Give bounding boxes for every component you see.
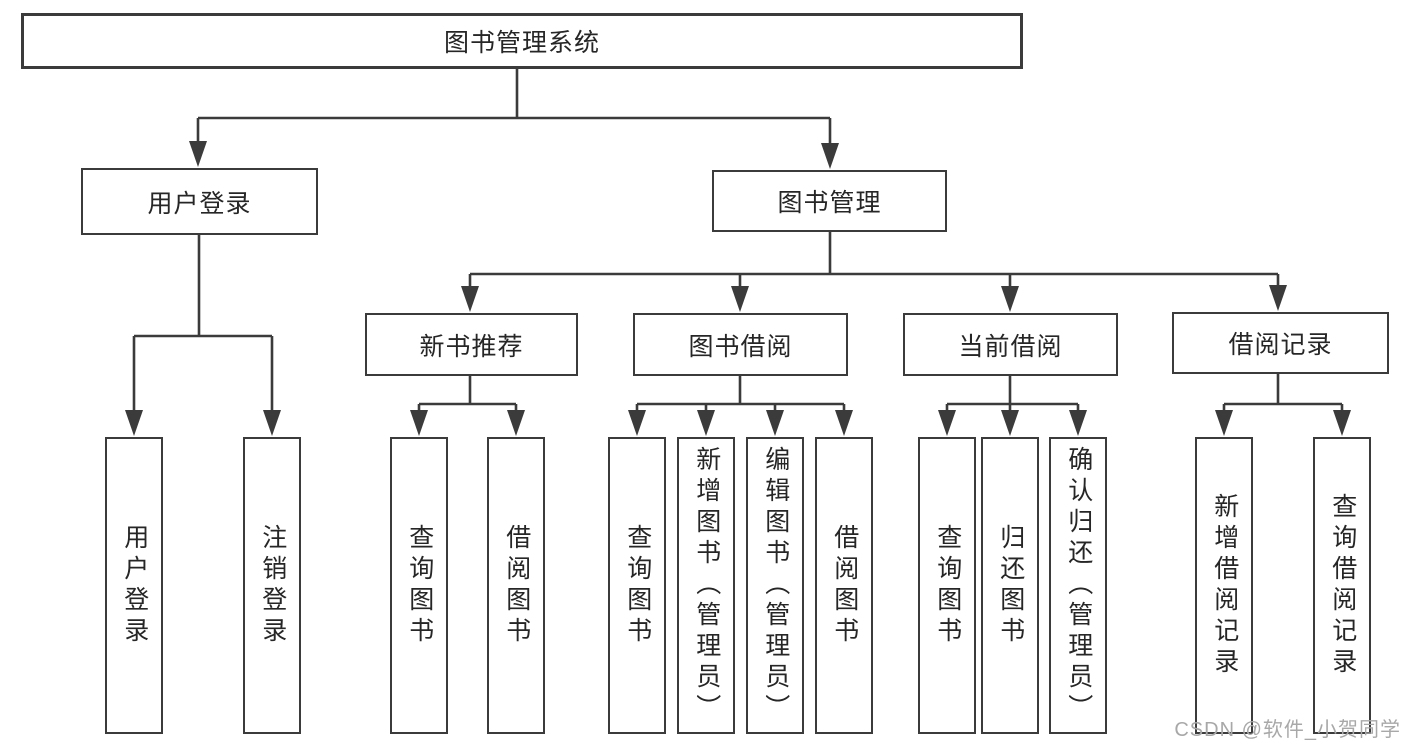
leaf-br-query-record-label: 查询借阅记录 [1328,492,1357,679]
node-borrowing-records: 借阅记录 [1172,312,1389,374]
leaf-user-login-label: 用户登录 [120,523,149,648]
csdn-watermark: CSDN @软件_小贺同学 [1174,719,1401,741]
node-borrowing-records-label: 借阅记录 [1228,331,1333,359]
leaf-cb-query-books-label: 查询图书 [933,523,962,648]
leaf-logout: 注销登录 [243,437,301,734]
leaf-rec-borrow-books: 借阅图书 [487,437,545,734]
leaf-cb-confirm-return-admin-label: 确认归还（管理员） [1064,446,1093,725]
node-book-borrowing-label: 图书借阅 [688,332,793,361]
leaf-cb-return-books: 归还图书 [981,437,1039,734]
node-current-borrowing: 当前借阅 [903,313,1118,376]
leaf-cb-return-books-label: 归还图书 [996,523,1025,648]
leaf-bb-query-books: 查询图书 [608,437,666,734]
leaf-bb-query-books-label: 查询图书 [623,523,652,648]
leaf-br-query-record: 查询借阅记录 [1313,437,1371,734]
leaf-rec-query-books-label: 查询图书 [405,523,434,648]
leaf-bb-add-books-admin-label: 新增图书（管理员） [692,446,721,725]
leaf-cb-query-books: 查询图书 [918,437,976,734]
leaf-user-login: 用户登录 [105,437,163,734]
leaf-br-add-record-label: 新增借阅记录 [1210,492,1239,679]
node-user-login-label: 用户登录 [147,189,252,218]
node-book-management-label: 图书管理 [777,189,882,217]
node-book-borrowing: 图书借阅 [633,313,848,376]
leaf-bb-add-books-admin: 新增图书（管理员） [677,437,735,734]
node-new-book-recommend-label: 新书推荐 [419,332,524,361]
node-current-borrowing-label: 当前借阅 [958,332,1063,361]
leaf-bb-edit-books-admin: 编辑图书（管理员） [746,437,804,734]
leaf-rec-borrow-books-label: 借阅图书 [502,523,531,648]
leaf-logout-label: 注销登录 [258,523,287,648]
node-user-login: 用户登录 [81,168,318,235]
leaf-bb-edit-books-admin-label: 编辑图书（管理员） [761,446,790,725]
leaf-rec-query-books: 查询图书 [390,437,448,734]
node-book-management: 图书管理 [712,170,947,232]
leaf-bb-borrow-books: 借阅图书 [815,437,873,734]
node-root-label: 图书管理系统 [443,29,600,57]
node-root: 图书管理系统 [21,13,1023,69]
leaf-bb-borrow-books-label: 借阅图书 [830,523,859,648]
leaf-br-add-record: 新增借阅记录 [1195,437,1253,734]
node-new-book-recommend: 新书推荐 [365,313,578,376]
leaf-cb-confirm-return-admin: 确认归还（管理员） [1049,437,1107,734]
